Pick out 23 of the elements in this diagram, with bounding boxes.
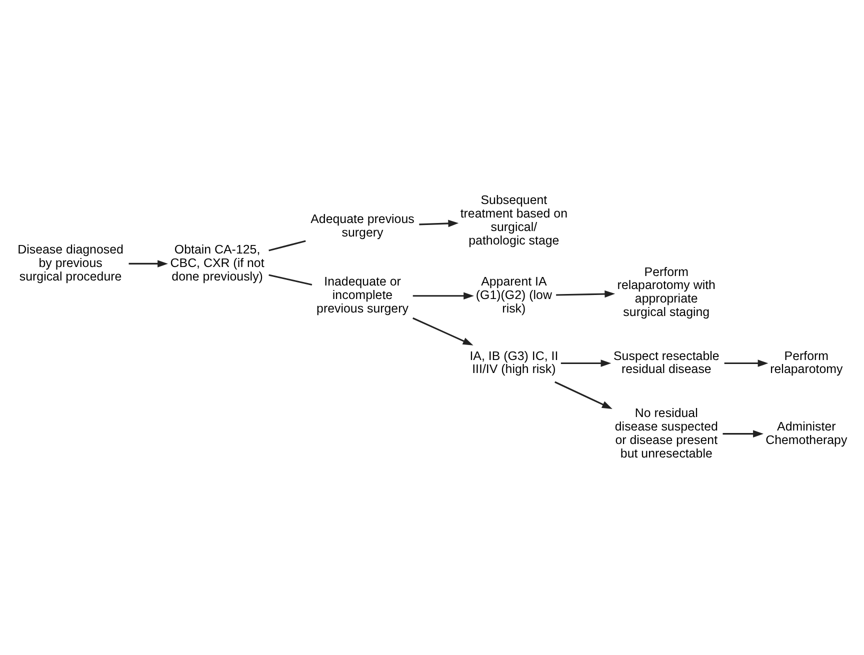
arrow: [412, 292, 474, 300]
arrow: [722, 430, 764, 438]
arrow: [556, 290, 616, 298]
connector: [268, 274, 312, 286]
node-text: Adequate previous surgery: [310, 212, 414, 240]
node-text: Perform relaparotomy with appropriate surgical staging: [617, 264, 716, 320]
node-text: Subsequent treatment based on surgical/ pathologic stage: [460, 193, 568, 248]
node-text: Disease diagnosed by previous surgical procedure: [18, 242, 124, 284]
node-text: No residual disease suspected or disease present but unresectable: [614, 406, 718, 460]
node-text: Inadequate or incomplete previous surgery: [316, 274, 408, 316]
arrow: [724, 360, 768, 367]
node-text: Obtain CA-125, CBC, CXR (if not done previously): [170, 242, 264, 284]
arrow: [128, 260, 168, 268]
arrow: [412, 317, 474, 346]
node-text: Perform relaparotomy: [770, 348, 843, 376]
arrow: [554, 381, 612, 409]
node-text: Administer Chemotherapy: [766, 419, 848, 447]
arrow: [419, 220, 459, 228]
connector: [268, 240, 306, 252]
node-text: IA, IB (G3) IC, II III/IV (high risk): [470, 348, 558, 376]
node-text: Apparent IA (G1)(G2) (low risk): [476, 274, 552, 316]
arrow: [560, 360, 612, 367]
node-text: Suspect resectable residual disease: [614, 348, 720, 376]
